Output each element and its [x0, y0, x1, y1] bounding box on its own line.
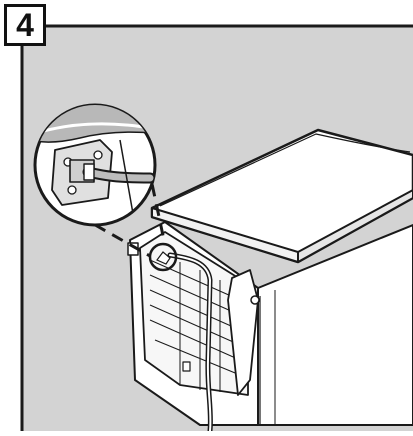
leader-line-lower	[59, 203, 151, 258]
leader-line-upper	[146, 164, 167, 246]
step-number: 4	[16, 7, 34, 43]
step-number-box: 4	[4, 4, 46, 46]
connection-circle	[148, 242, 178, 272]
connection-fitting	[156, 251, 171, 265]
hose-line-inner	[169, 254, 212, 432]
hose-connection-detail	[33, 103, 157, 227]
dishwasher-illustration	[127, 128, 413, 426]
